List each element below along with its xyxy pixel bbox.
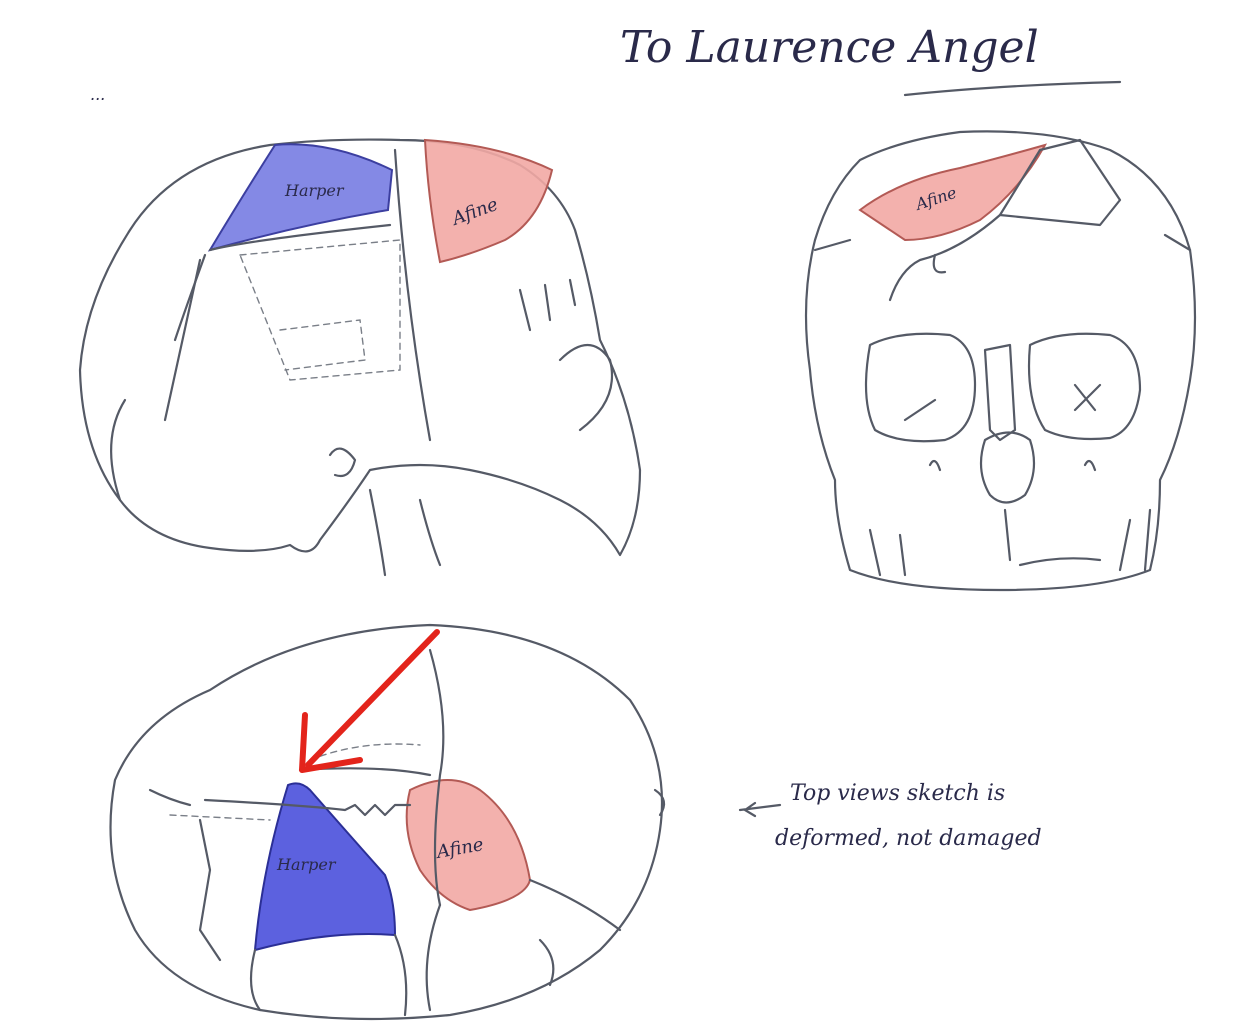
note-line-1: Top views sketch is bbox=[790, 781, 1005, 806]
note-line-2: deformed, not damaged bbox=[775, 826, 1042, 851]
top-view-note: Top views sketch is deformed, not damage… bbox=[740, 781, 1042, 851]
blue-patch-side-label: Harper bbox=[284, 181, 345, 200]
blue-patch-top-label: Harper bbox=[276, 855, 337, 874]
red-arrow bbox=[302, 632, 437, 770]
dedication-text: To Laurence Angel bbox=[620, 22, 1039, 73]
skull-side-view: Harper Afine bbox=[80, 140, 640, 575]
dedication: To Laurence Angel bbox=[620, 22, 1120, 95]
caption-top-left: ... bbox=[90, 85, 105, 104]
skull-top-view: Harper Afine bbox=[111, 625, 665, 1019]
skull-front-view: Afine bbox=[806, 131, 1195, 590]
